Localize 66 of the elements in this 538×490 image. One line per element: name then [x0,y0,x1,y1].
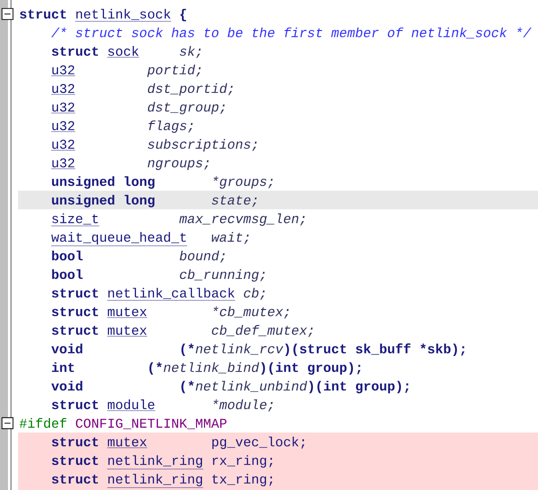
keyword: struct [52,326,98,335]
field-name: *module; [214,399,273,412]
keyword: struct [52,288,98,298]
field-name: *cb_mutex; [214,306,289,318]
field-name: netlink_unbind [196,380,308,392]
field-name: cb; [244,288,265,300]
field-name: sk; [180,46,201,58]
keyword: struct [52,437,98,446]
field-name: bound; [180,250,225,263]
keyword: (* [149,362,162,375]
field-name: netlink_rcv [196,344,284,355]
field-name: dst_group; [148,102,225,114]
type-name: u32 [51,102,76,114]
keyword: bool [52,269,83,280]
field-name: max_recvmsg_len; [179,213,305,226]
keyword: void [51,380,82,391]
keyword: struct [52,474,98,484]
field-name: portid; [147,64,201,78]
type-name: u32 [51,84,76,95]
keyword: { [180,8,186,22]
keyword: )(int group); [261,362,360,375]
field-name: netlink_bind [164,362,260,374]
type-name: u32 [51,140,76,150]
keyword: )(int group); [309,380,408,394]
keyword: struct [52,46,98,56]
keyword: unsigned long [52,176,154,189]
type-name: mutex [107,326,148,336]
type-name: netlink_callback [107,288,236,301]
field-name: pg_vec_lock; [212,436,304,450]
field-name: state; [212,196,257,207]
field-name: tx_ring; [212,474,272,486]
keyword: (* [181,380,194,394]
field-name: rx_ring; [212,455,272,468]
keyword: (* [181,344,194,356]
field-name: subscriptions; [148,139,257,152]
field-name: ngroups; [148,160,209,170]
type-name: u32 [51,158,76,170]
type-name: netlink_sock [75,8,172,22]
type-name: size_t [51,213,100,226]
type-name: u32 [51,65,76,76]
macro-name: CONFIG_NETLINK_MMAP [76,418,226,430]
keyword: struct [52,456,98,466]
keyword: struct [52,307,98,316]
type-name: u32 [51,121,76,132]
type-name: wait_queue_head_t [51,232,188,246]
code-comment: /* struct sock has to be the first member of netlink_sock */ [51,27,532,39]
preprocessor-directive: #ifdef [20,418,66,428]
field-name: flags; [148,120,193,133]
field-name: cb_running; [180,269,265,282]
keyword: struct [52,400,98,410]
keyword: int [52,362,74,372]
field-name: wait; [212,232,249,244]
type-name: netlink_ring [107,455,204,470]
field-name: *groups; [214,176,273,189]
keyword: bool [52,250,83,260]
field-name: dst_portid; [148,83,233,96]
type-name: module [107,399,156,411]
keyword: )(struct sk_buff *skb); [285,343,464,356]
type-name: netlink_ring [107,474,204,488]
type-name: sock [107,46,140,58]
keyword: unsigned long [52,194,154,208]
type-name: mutex [107,437,148,448]
field-name: cb_def_mutex; [212,325,313,338]
keyword: void [51,344,82,354]
type-name: mutex [107,307,148,318]
keyword: struct [20,10,66,19]
